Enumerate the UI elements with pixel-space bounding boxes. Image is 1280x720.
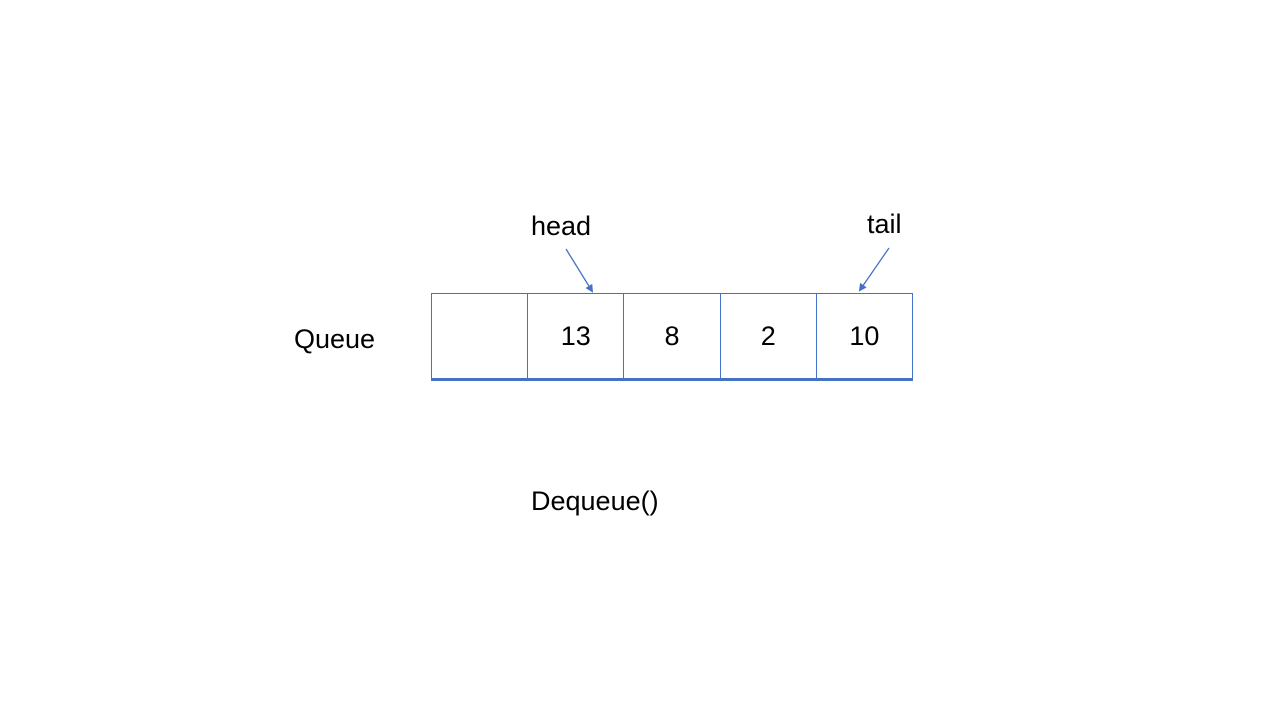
queue-array: 13 8 2 10	[431, 293, 914, 381]
queue-cell-3: 2	[721, 294, 817, 378]
tail-label: tail	[867, 209, 902, 239]
head-pointer-arrow	[565, 248, 594, 293]
queue-cell-4: 10	[817, 294, 914, 378]
tail-pointer-arrow	[858, 247, 890, 292]
queue-label: Queue	[294, 324, 376, 354]
queue-cell-1: 13	[528, 294, 625, 378]
queue-cell-2: 8	[624, 294, 721, 378]
queue-cell-0	[432, 294, 529, 378]
operation-label: Dequeue()	[531, 486, 659, 516]
head-label: head	[531, 211, 592, 241]
